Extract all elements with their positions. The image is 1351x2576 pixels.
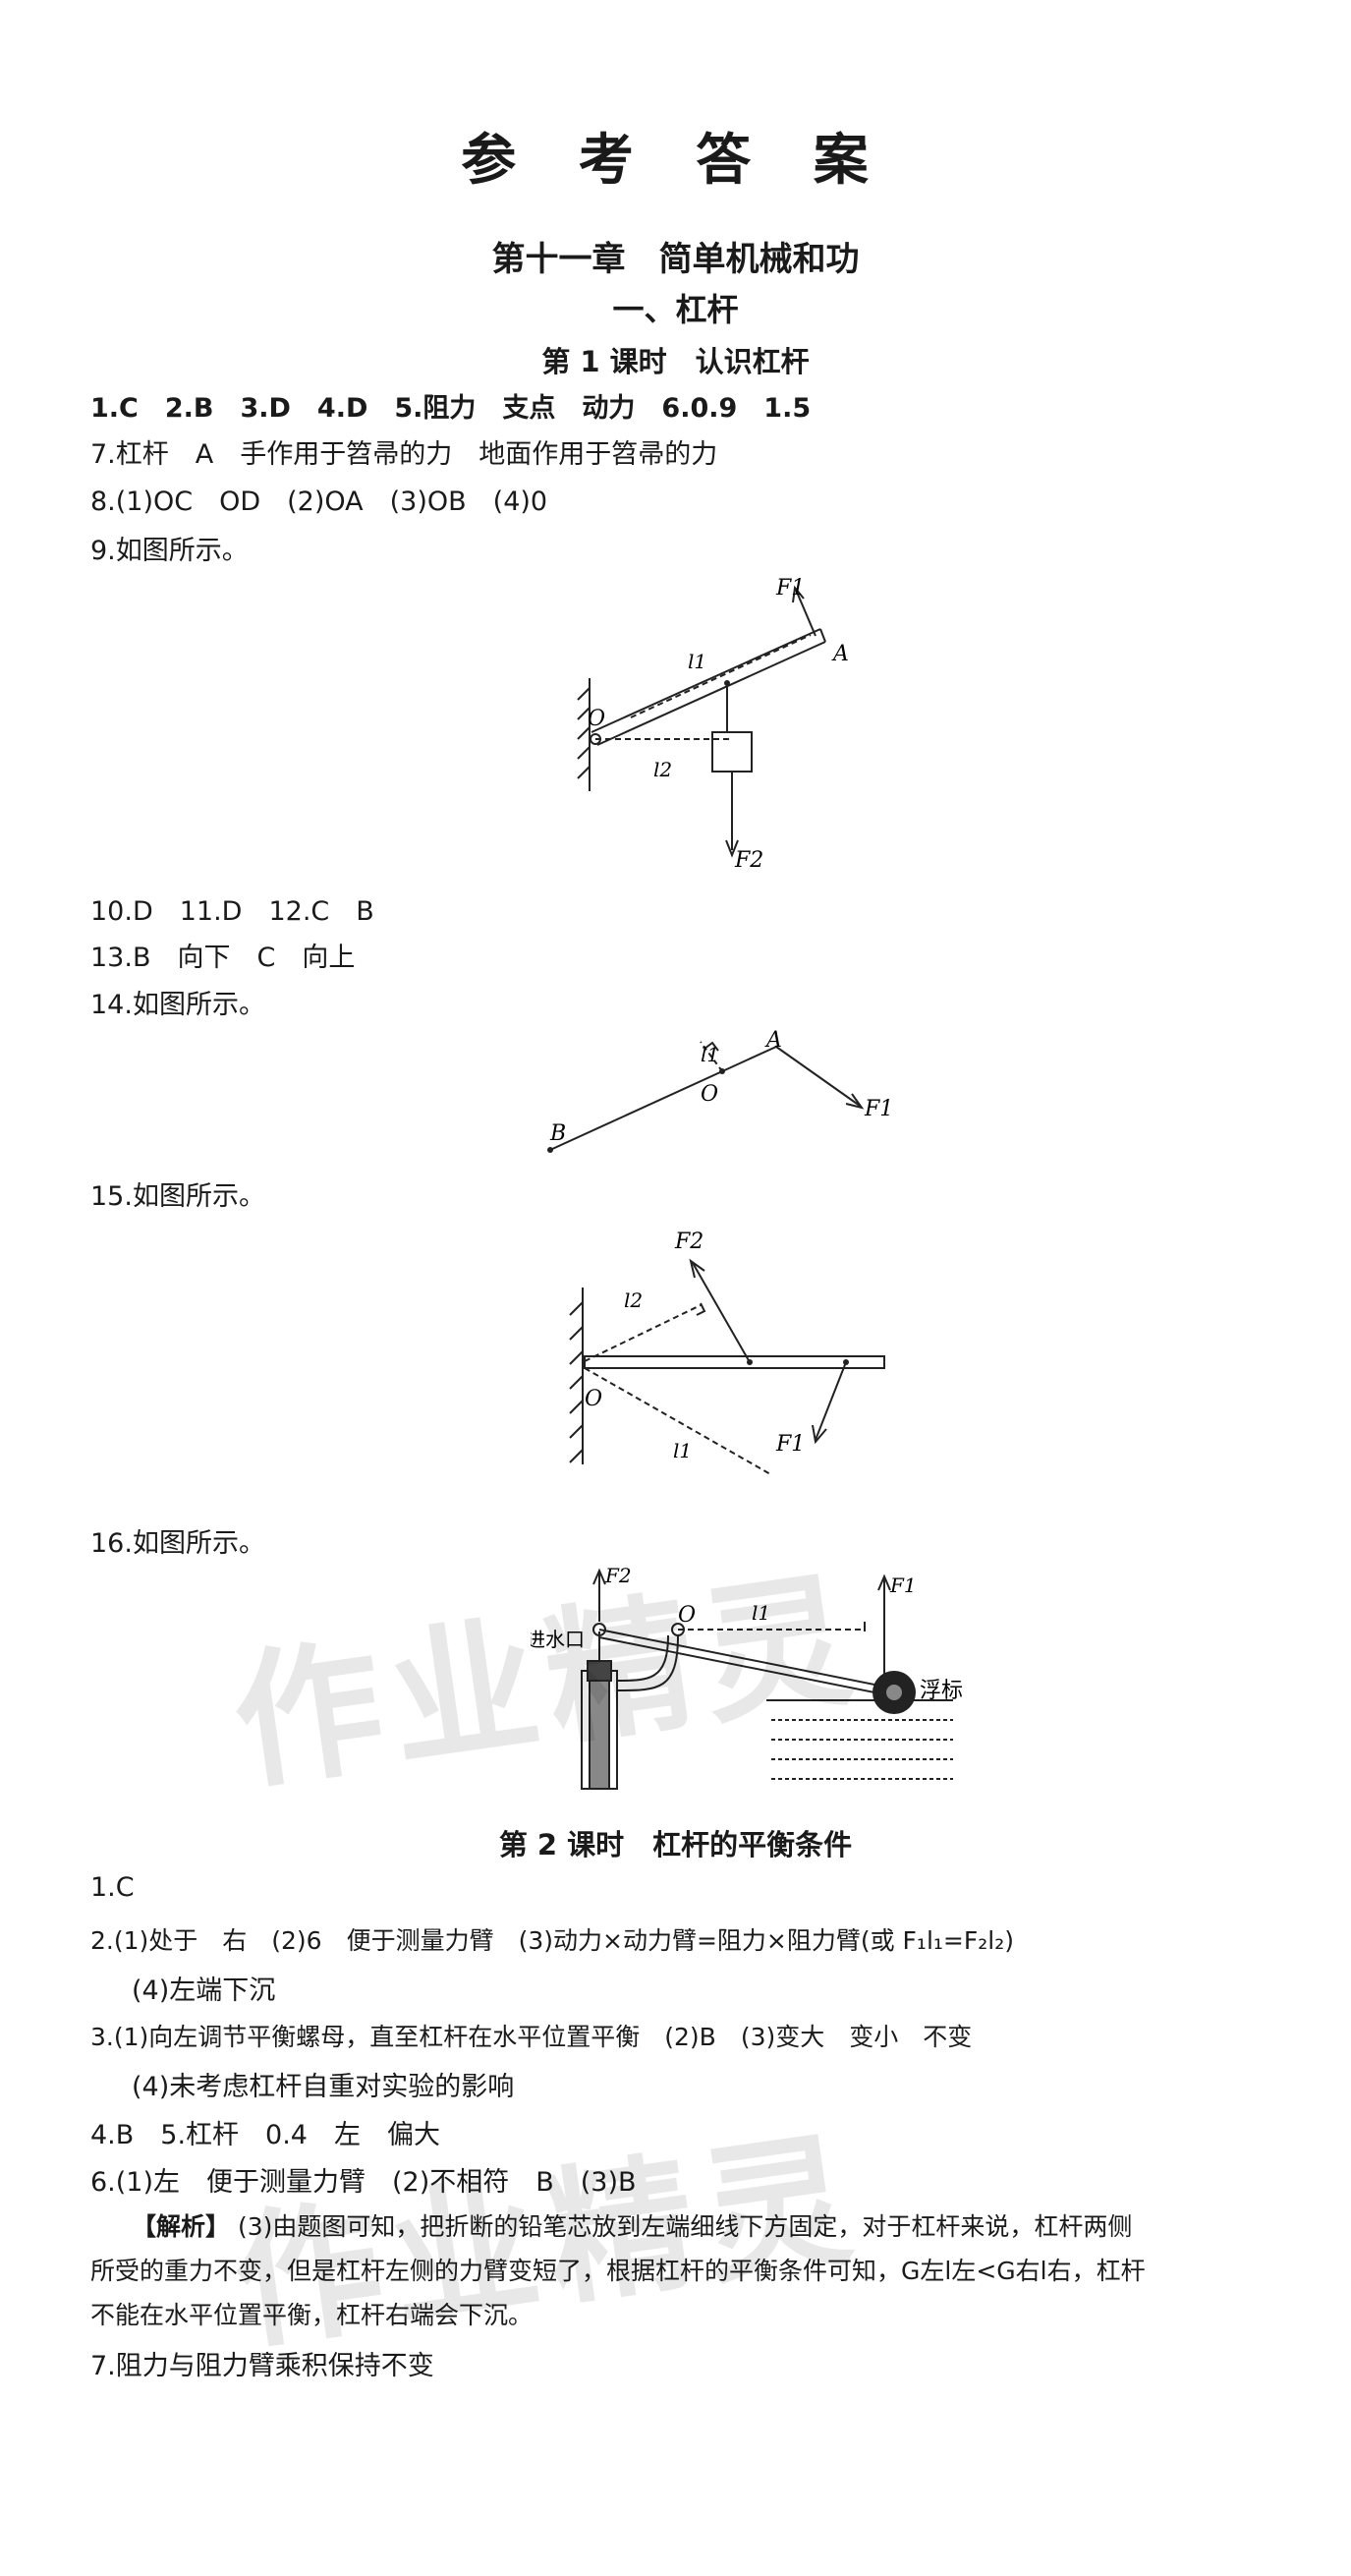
answer-line-m6: 4.B 5.杠杆 0.4 左 偏大 <box>90 2120 440 2150</box>
answer-line-8: 8.(1)OC OD (2)OA (3)OB (4)0 <box>90 487 548 517</box>
answer-line-10: 10.D 11.D 12.C B <box>90 896 374 927</box>
figure-15-lever-diagram: F2 l2 O l1 F1 <box>569 1230 885 1474</box>
lesson1-heading: 第 1 课时 认识杠杆 <box>541 345 810 378</box>
fig14-label-A: A <box>764 1028 782 1053</box>
fig9-label-A: A <box>831 642 849 666</box>
analysis-line-2: 所受的重力不变，但是杠杆左侧的力臂变短了，根据杠杆的平衡条件可知，G左l左<G右… <box>90 2257 1146 2285</box>
answer-line-7: 7.杠杆 A 手作用于笤帚的力 地面作用于笤帚的力 <box>90 439 718 470</box>
fig14-label-O: O <box>701 1082 718 1107</box>
figure-14-lever-diagram: l1 A O F1 B <box>547 1028 893 1153</box>
fig16-label-float: 浮标 <box>920 1679 963 1703</box>
fig9-label-F2: F2 <box>734 848 763 873</box>
answer-line-15: 15.如图所示。 <box>90 1181 265 1212</box>
analysis-text-1: (3)由题图可知，把折断的铅笔芯放到左端细线下方固定，对于杠杆来说，杠杆两侧 <box>237 2212 1133 2241</box>
answer-line-m8: 7.阻力与阻力臂乘积保持不变 <box>90 2351 434 2381</box>
fig14-label-B: B <box>549 1121 566 1146</box>
section-heading: 一、杠杆 <box>612 291 739 328</box>
fig16-label-water-inlet: 进水口 <box>531 1628 585 1651</box>
fig15-label-l2: l2 <box>624 1288 643 1312</box>
fig15-label-l1: l1 <box>673 1439 692 1462</box>
analysis-line-3: 不能在水平位置平衡，杠杆右端会下沉。 <box>90 2301 534 2329</box>
page-title: 参 考 答 案 <box>461 129 890 193</box>
fig16-label-F2: F2 <box>604 1564 632 1587</box>
fig9-label-O: O <box>588 707 605 731</box>
fig9-label-l1: l1 <box>688 650 706 673</box>
answer-line-1: 1.C 2.B 3.D 4.D 5.阻力 支点 动力 6.0.9 1.5 <box>90 393 812 424</box>
fig15-label-F1: F1 <box>775 1432 805 1457</box>
lesson2-heading: 第 2 课时 杠杆的平衡条件 <box>498 1828 853 1861</box>
fig14-label-F1: F1 <box>864 1097 893 1121</box>
answer-line-m5: (4)未考虑杠杆自重对实验的影响 <box>132 2072 515 2102</box>
answer-line-16: 16.如图所示。 <box>90 1528 265 1559</box>
fig15-label-O: O <box>585 1387 602 1411</box>
fig9-label-F1: F1 <box>775 576 805 601</box>
answer-line-m4: 3.(1)向左调节平衡螺母，直至杠杆在水平位置平衡 (2)B (3)变大 变小 … <box>90 2023 973 2051</box>
answer-line-m2: 2.(1)处于 右 (2)6 便于测量力臂 (3)动力×动力臂=阻力×阻力臂(或… <box>90 1926 1014 1955</box>
analysis-tag: 【解析】 <box>132 2212 231 2241</box>
figure-16-float-valve-diagram: F2 F1 O l1 进水口 浮标 <box>531 1564 963 1790</box>
chapter-heading: 第十一章 简单机械和功 <box>491 240 860 279</box>
fig16-label-O: O <box>678 1603 696 1628</box>
fig9-label-l2: l2 <box>653 758 672 781</box>
answer-line-14: 14.如图所示。 <box>90 990 265 1020</box>
fig14-label-l1: l1 <box>701 1043 719 1066</box>
answer-line-m7: 6.(1)左 便于测量力臂 (2)不相符 B (3)B <box>90 2167 637 2198</box>
fig16-label-l1: l1 <box>752 1601 770 1625</box>
analysis-line-1: 【解析】 (3)由题图可知，把折断的铅笔芯放到左端细线下方固定，对于杠杆来说，杠… <box>132 2207 1132 2243</box>
answer-line-13: 13.B 向下 C 向上 <box>90 943 356 973</box>
answer-line-9: 9.如图所示。 <box>90 536 249 566</box>
fig16-label-F1: F1 <box>889 1574 917 1597</box>
fig15-label-F2: F2 <box>674 1230 704 1254</box>
answer-line-m3: (4)左端下沉 <box>132 1975 276 2006</box>
figure-9-lever-diagram: F1 l1 A O l2 F2 <box>577 576 849 873</box>
answer-line-m1: 1.C <box>90 1872 135 1903</box>
